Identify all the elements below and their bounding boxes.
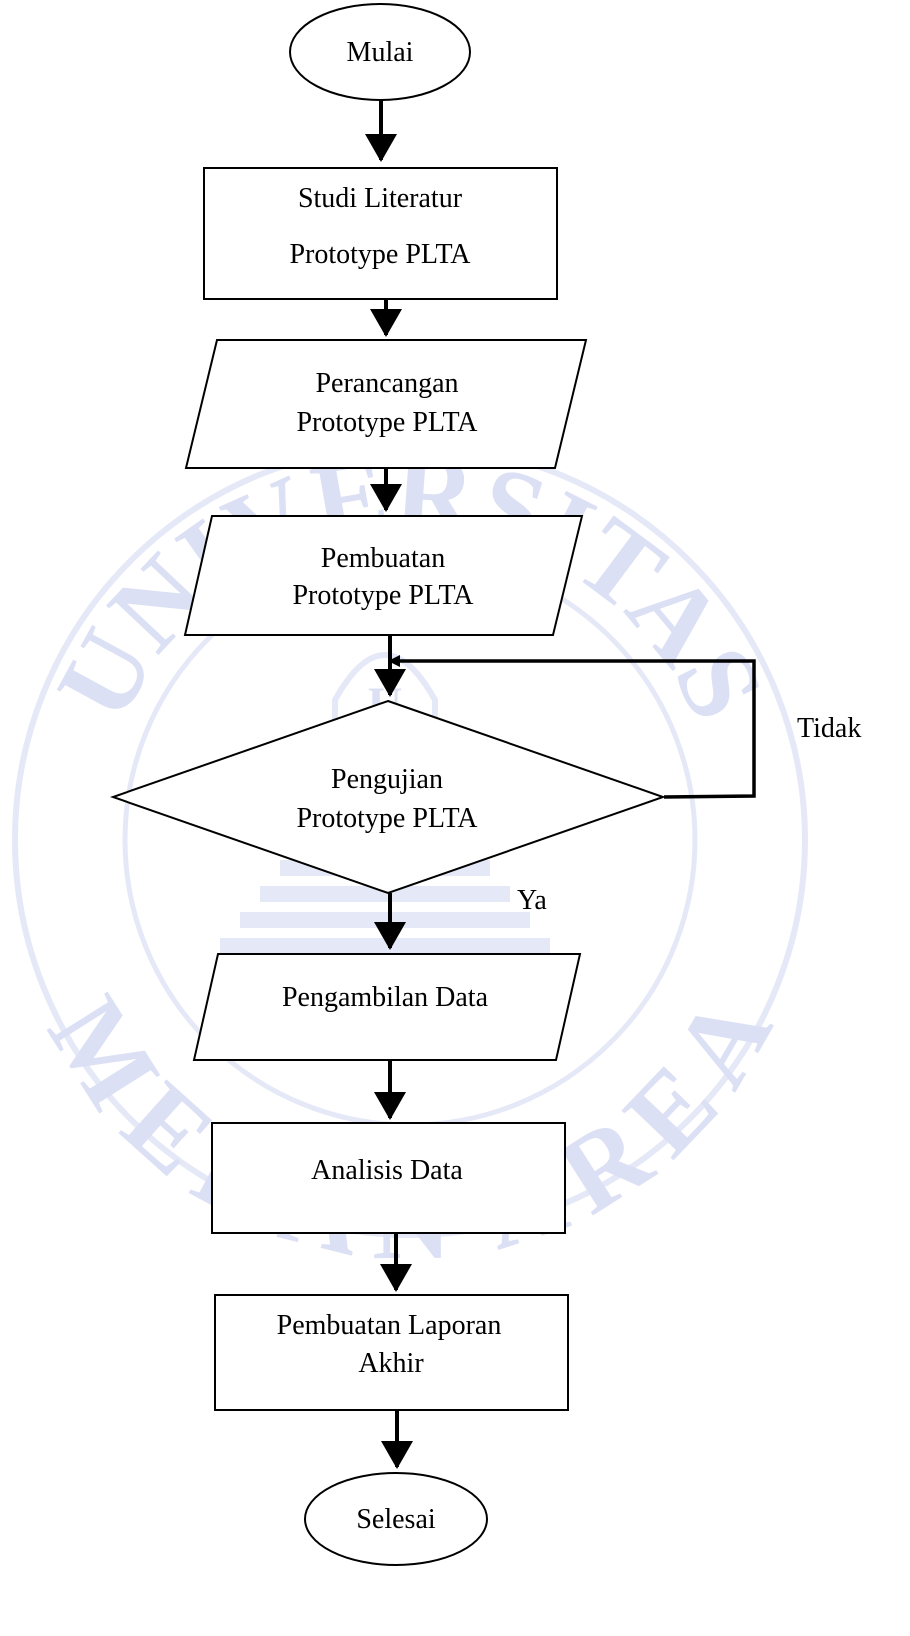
- loop-no-arrowhead: [388, 655, 400, 667]
- data-collection-label: Pengambilan Data: [282, 982, 489, 1013]
- build-line1: Pembuatan: [321, 543, 445, 574]
- end-ellipse: [304, 1472, 488, 1566]
- data-collection-io: Pengambilan Data: [192, 953, 582, 1061]
- analysis-label: Analisis Data: [311, 1155, 463, 1186]
- start-ellipse: [289, 3, 471, 101]
- report-box: [214, 1294, 569, 1411]
- analysis-box: [211, 1122, 566, 1234]
- literature-box: [203, 167, 558, 300]
- start-terminator: Mulai: [289, 3, 471, 101]
- no-branch-label: Tidak: [797, 713, 861, 744]
- literature-line1: Studi Literatur: [298, 183, 463, 214]
- report-line1: Pembuatan Laporan: [277, 1310, 502, 1341]
- design-line2: Prototype PLTA: [296, 407, 478, 438]
- build-parallelogram: [183, 515, 584, 636]
- report-process: Pembuatan Laporan Akhir: [214, 1294, 569, 1411]
- test-line1: Pengujian: [331, 764, 443, 795]
- data-collection-parallelogram: [192, 953, 582, 1061]
- design-io: Perancangan Prototype PLTA: [184, 339, 588, 469]
- yes-branch-label: Ya: [517, 885, 547, 916]
- build-io: Pembuatan Prototype PLTA: [183, 515, 584, 636]
- literature-line2: Prototype PLTA: [289, 239, 471, 270]
- end-terminator: Selesai: [304, 1472, 488, 1566]
- design-line1: Perancangan: [315, 368, 458, 399]
- test-line2: Prototype PLTA: [296, 803, 478, 834]
- analysis-process: Analisis Data: [211, 1122, 566, 1234]
- build-line2: Prototype PLTA: [292, 580, 474, 611]
- test-decision: Pengujian Prototype PLTA: [109, 699, 667, 895]
- end-label: Selesai: [356, 1504, 436, 1535]
- connectors: [365, 100, 756, 1469]
- test-diamond: [109, 699, 667, 895]
- report-line2: Akhir: [358, 1348, 424, 1379]
- loop-no-path: [398, 659, 756, 799]
- start-label: Mulai: [347, 37, 414, 68]
- literature-process: Studi Literatur Prototype PLTA: [203, 167, 558, 300]
- design-parallelogram: [184, 339, 588, 469]
